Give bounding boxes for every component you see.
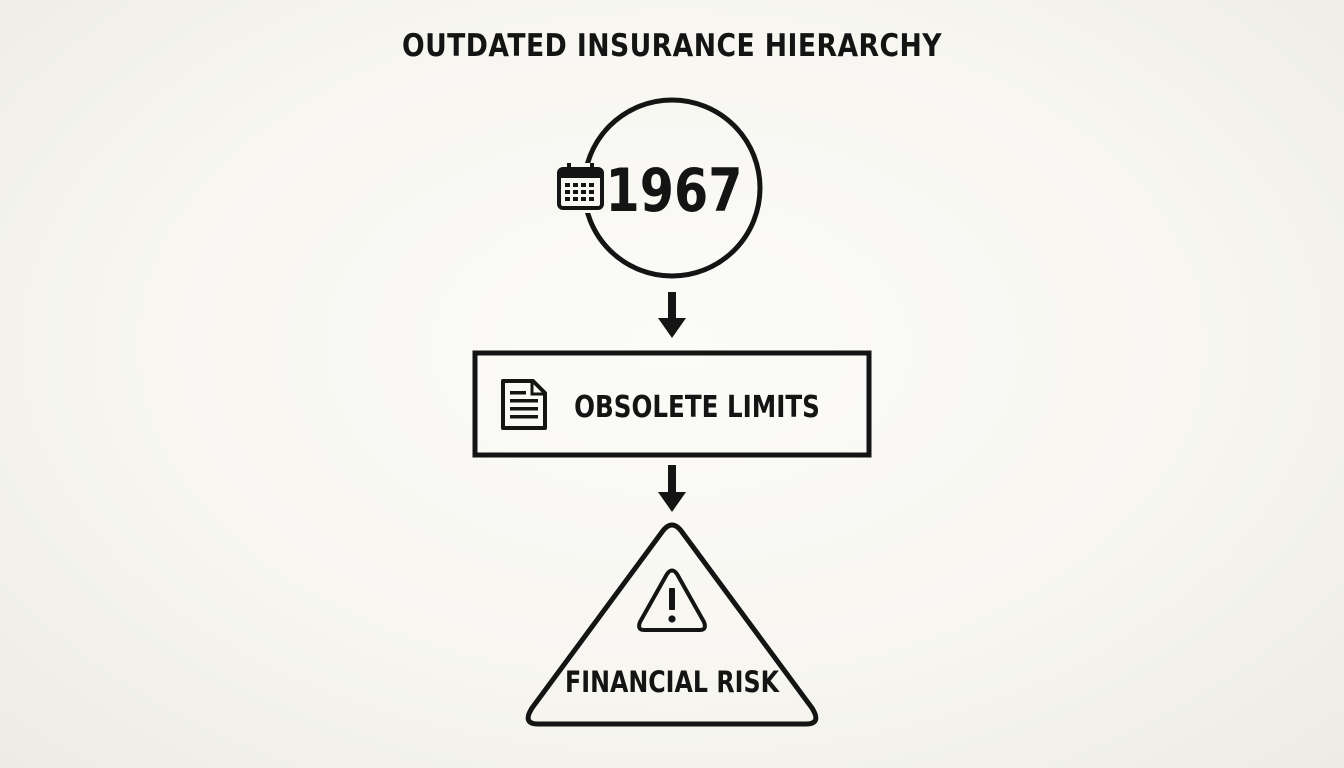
diagram-title: OUTDATED INSURANCE HIERARCHY bbox=[402, 28, 942, 64]
limits-node: OBSOLETE LIMITS bbox=[472, 350, 872, 458]
document-icon bbox=[501, 379, 547, 430]
year-node: 1967 bbox=[552, 97, 763, 279]
warning-icon bbox=[637, 568, 707, 632]
limits-box bbox=[472, 350, 872, 458]
calendar-icon bbox=[552, 163, 608, 213]
arrow-down-1 bbox=[658, 292, 686, 338]
risk-triangle bbox=[525, 522, 819, 727]
year-label: 1967 bbox=[606, 155, 743, 225]
arrow-down-2 bbox=[658, 465, 686, 512]
limits-label: OBSOLETE LIMITS bbox=[574, 391, 820, 425]
risk-node: FINANCIAL RISK bbox=[525, 522, 819, 727]
risk-label: FINANCIAL RISK bbox=[565, 666, 780, 700]
